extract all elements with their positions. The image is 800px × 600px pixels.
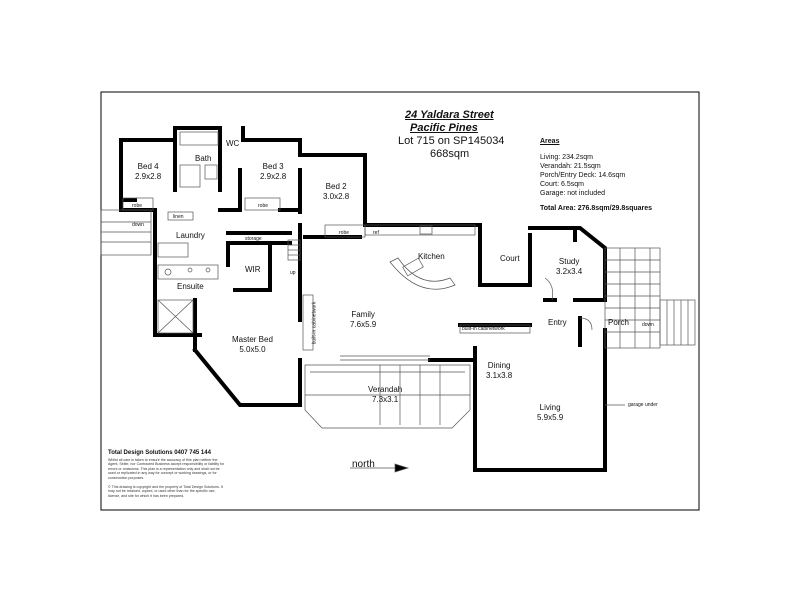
label-robe-bed3: robe	[258, 203, 269, 209]
label-linen: linen	[173, 214, 184, 220]
room-bed4: Bed 4 2.9x2.8	[135, 162, 161, 182]
room-name: Family	[351, 310, 375, 319]
room-size: 3.2x3.4	[556, 267, 583, 276]
room-name: Bed 2	[325, 182, 347, 191]
room-kitchen: Kitchen	[418, 252, 445, 261]
room-size: 7.3x3.1	[372, 395, 399, 404]
room-bath: Bath	[195, 154, 212, 163]
area-court: Court: 6.5sqm	[540, 181, 584, 188]
room-bed2: Bed 2 3.0x2.8	[323, 182, 349, 202]
room-size: 3.1x3.8	[486, 371, 513, 380]
page-border	[100, 91, 700, 511]
room-name: Verandah	[368, 385, 403, 394]
room-name: Master Bed	[232, 335, 273, 344]
company-contact: Total Design Solutions 0407 745 144	[108, 450, 211, 456]
area-porch: Porch/Entry Deck: 14.6sqm	[540, 172, 626, 179]
label-builtin-family: built-in cabinetwork	[311, 301, 318, 345]
north-label: north	[352, 459, 375, 470]
room-ensuite: Ensuite	[177, 282, 204, 291]
room-wir: WIR	[245, 265, 261, 274]
area-verandah: Verandah: 21.5sqm	[540, 163, 601, 170]
lot-text: Lot 715 on SP145034	[398, 135, 505, 147]
room-name: Dining	[487, 361, 511, 370]
area-living: Living: 234.2sqm	[540, 154, 593, 161]
room-verandah: Verandah 7.3x3.1	[368, 385, 402, 405]
room-entry: Entry	[548, 318, 567, 327]
walls	[119, 126, 607, 472]
label-ref: ref	[373, 230, 379, 236]
room-size: 3.0x2.8	[323, 192, 350, 201]
room-name: Study	[558, 257, 580, 266]
room-wc: WC	[226, 139, 240, 148]
address-title: 24 Yaldara Street	[405, 109, 494, 121]
land-area-text: 668sqm	[430, 148, 470, 160]
area-garage: Garage: not included	[540, 190, 605, 197]
areas-heading: Areas	[540, 138, 560, 145]
room-size: 5.0x5.0	[239, 345, 266, 354]
room-size: 2.9x2.8	[260, 172, 287, 181]
room-porch: Porch	[608, 318, 629, 327]
room-master-bed: Master Bed 5.0x5.0	[232, 335, 273, 355]
disclaimer-copyright: © This drawing is copyright and the prop…	[108, 485, 223, 498]
label-robe-bed2: robe	[339, 230, 350, 236]
area-total: Total Area: 276.8sqm/29.8squares	[540, 205, 653, 212]
room-court: Court	[500, 254, 520, 263]
label-robe-bed4: robe	[132, 203, 143, 209]
room-name: Bed 4	[137, 162, 159, 171]
room-study: Study 3.2x3.4	[556, 257, 582, 277]
label-up: up	[290, 270, 296, 276]
label-storage: storage	[245, 236, 262, 242]
room-bed3: Bed 3 2.9x2.8	[260, 162, 286, 182]
room-family: Family 7.6x5.9	[350, 310, 376, 330]
room-size: 7.6x5.9	[350, 320, 377, 329]
room-size: 2.9x2.8	[135, 172, 162, 181]
label-down-deck: down	[132, 222, 144, 228]
room-living: Living 5.9x5.9	[537, 403, 563, 423]
room-name: Bed 3	[262, 162, 284, 171]
room-dining: Dining 3.1x3.8	[486, 361, 512, 381]
disclaimer-accuracy: Whilst all care is taken to ensure the a…	[108, 458, 225, 480]
suburb-title: Pacific Pines	[410, 122, 478, 134]
label-down-porch: down	[642, 322, 654, 328]
room-size: 5.9x5.9	[537, 413, 564, 422]
room-name: Living	[539, 403, 561, 412]
label-garage-under: garage under	[628, 402, 658, 408]
room-laundry: Laundry	[176, 231, 205, 240]
label-builtin-dining: built-in cabinetwork	[462, 326, 505, 332]
fixtures	[100, 131, 696, 473]
